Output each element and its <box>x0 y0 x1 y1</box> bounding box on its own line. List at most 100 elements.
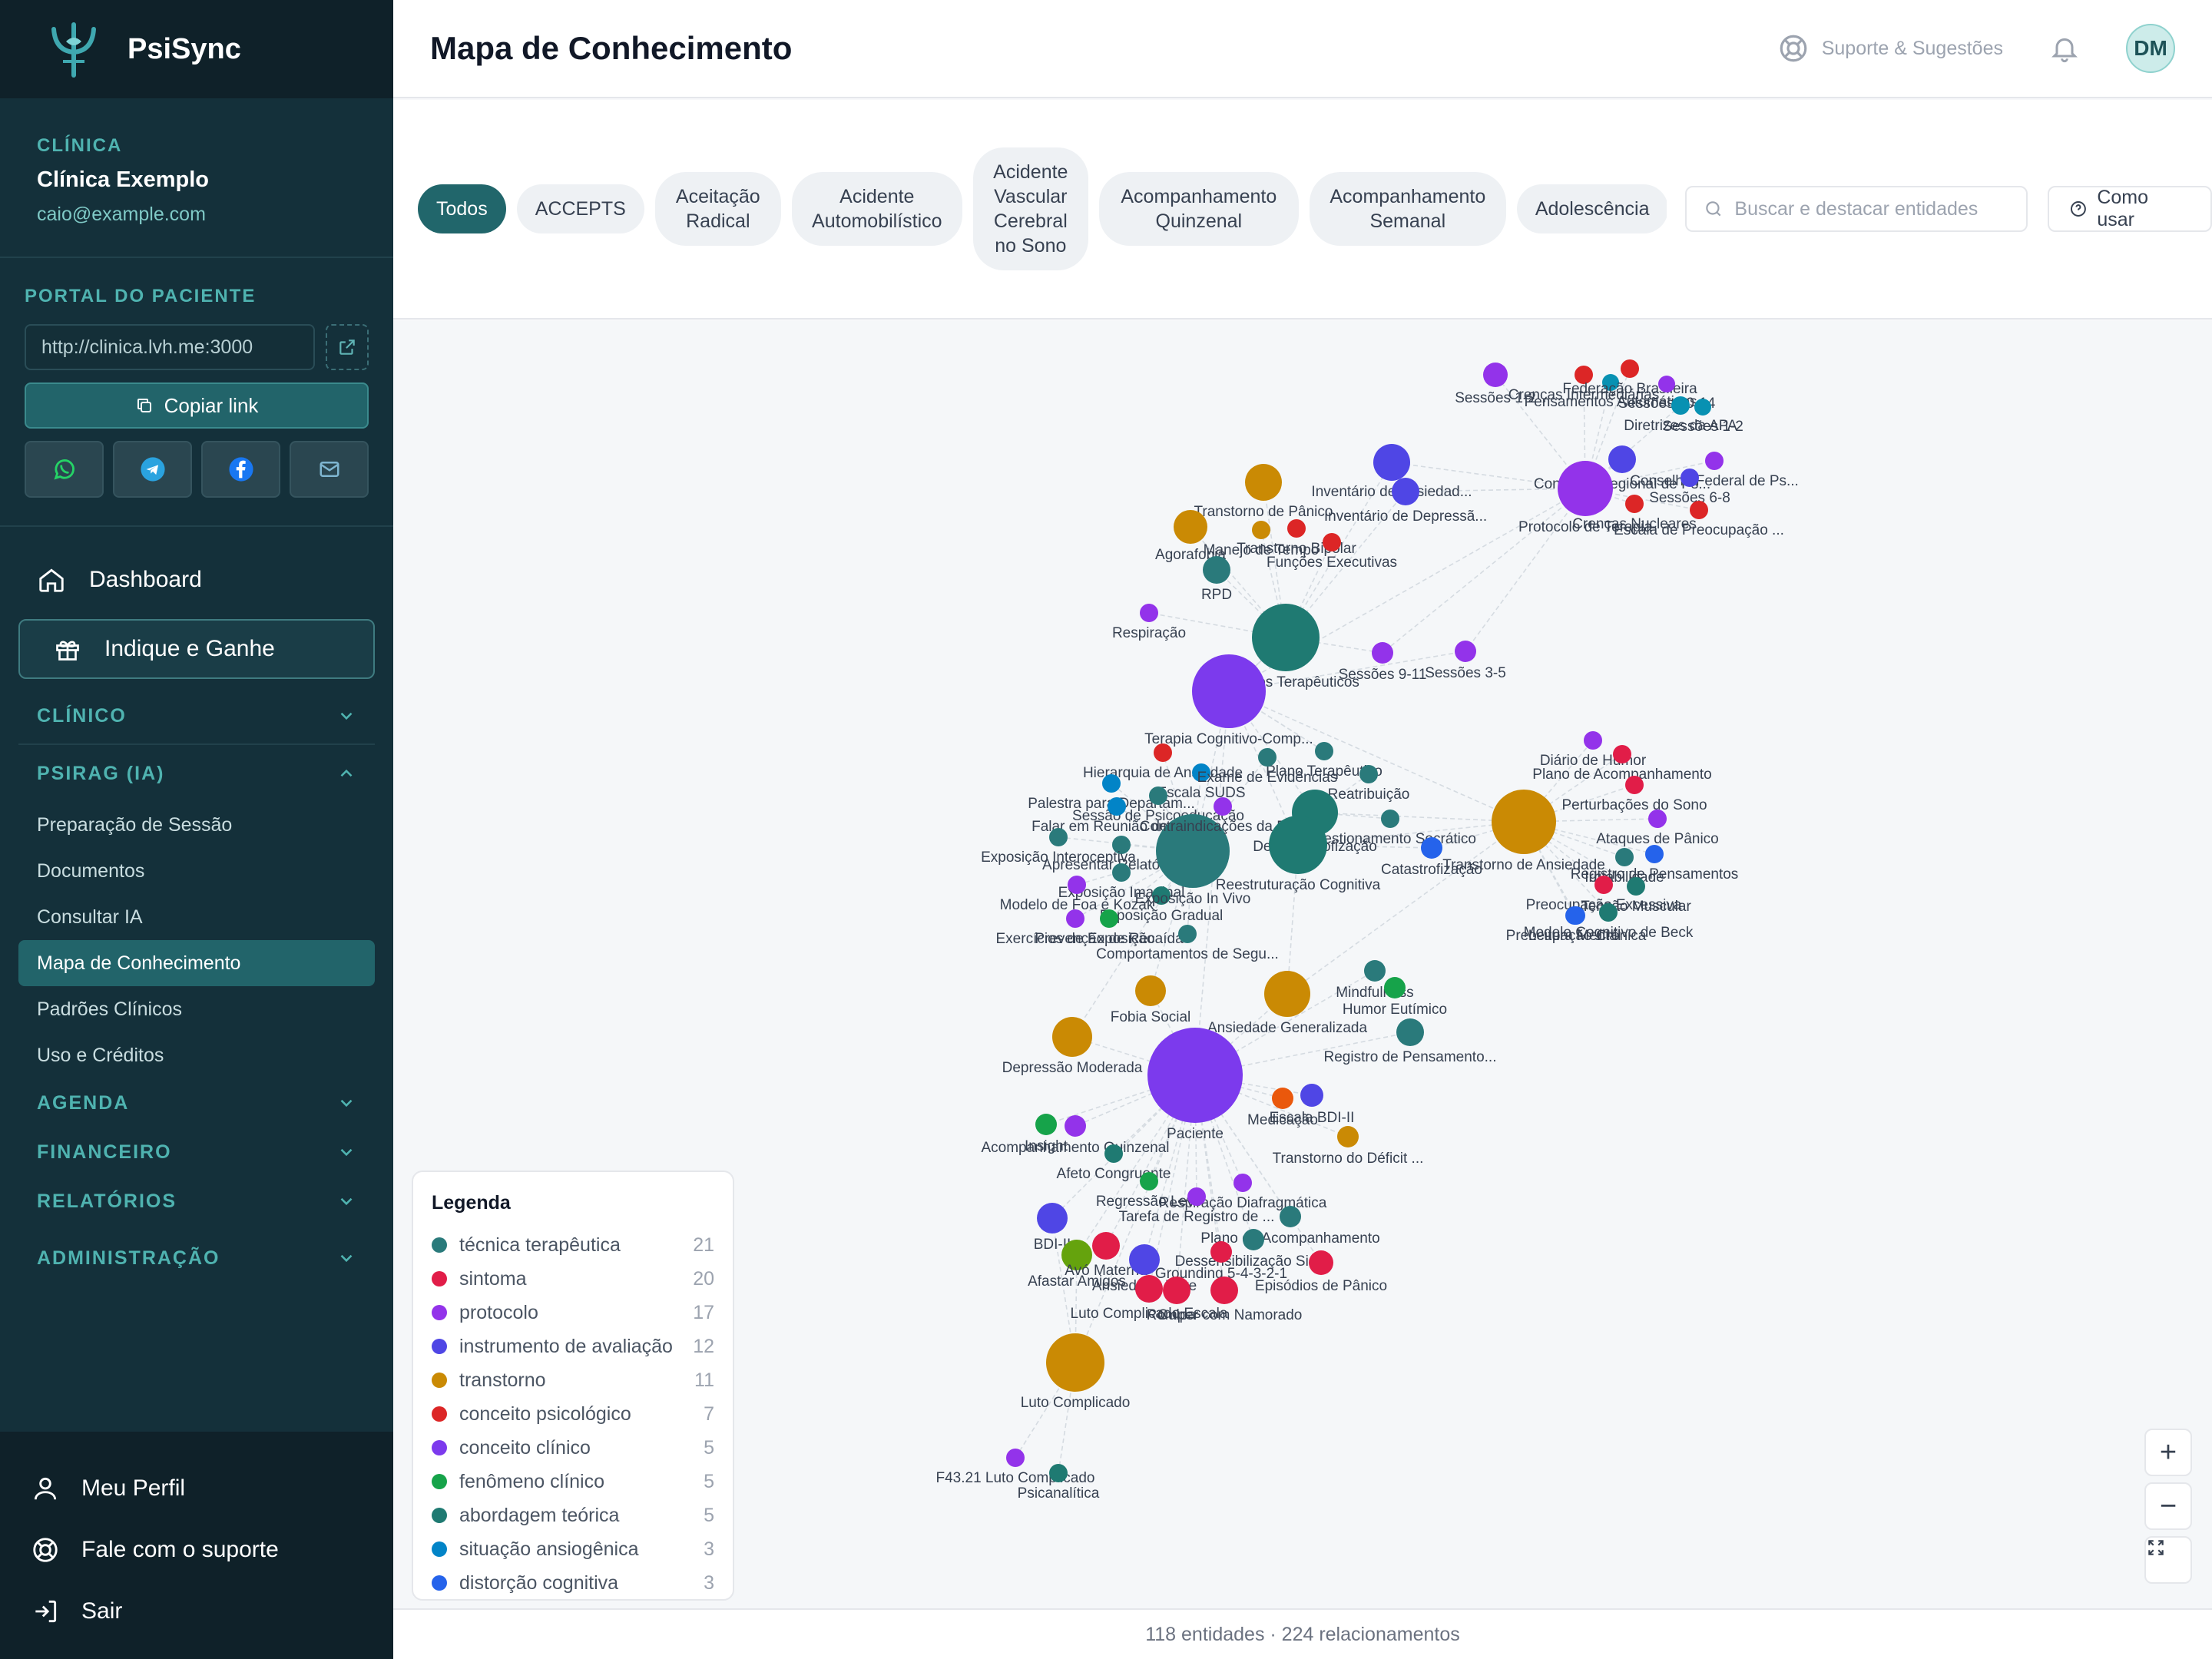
graph-node-circle[interactable] <box>1621 359 1639 378</box>
graph-node-circle[interactable] <box>1252 521 1270 539</box>
graph-node[interactable]: Funções Executivas <box>1267 533 1397 571</box>
graph-node[interactable]: Sessões 1-2 <box>1662 399 1743 435</box>
graph-node-circle[interactable] <box>1192 763 1210 782</box>
graph-node[interactable]: Sessões 3-5 <box>1425 641 1506 681</box>
graph-node[interactable]: Transtorno do Déficit ... <box>1273 1126 1424 1167</box>
graph-node-circle[interactable] <box>1315 742 1333 760</box>
graph-node[interactable]: Inventário de Depressã... <box>1324 478 1487 525</box>
graph-node[interactable]: Tarefa de Registro de ... <box>1119 1187 1275 1225</box>
graph-node-circle[interactable] <box>1384 977 1406 998</box>
nav-preparacao-sessao[interactable]: Preparação de Sessão <box>37 813 233 836</box>
graph-node[interactable]: Comportamentos de Segu... <box>1096 925 1279 962</box>
graph-node[interactable]: Episódios de Pânico <box>1255 1250 1387 1294</box>
graph-node[interactable]: Acompanhamento Quinzenal <box>981 1115 1170 1156</box>
share-telegram-button[interactable] <box>113 441 192 498</box>
chip-accepts[interactable]: ACCEPTS <box>516 184 644 233</box>
graph-node[interactable]: Crenças Intermediárias <box>1508 366 1659 403</box>
chip-acidente-automobilistico[interactable]: Acidente Automobilístico <box>791 172 962 246</box>
graph-node-circle[interactable] <box>1192 654 1266 728</box>
share-whatsapp-button[interactable] <box>25 441 104 498</box>
section-financeiro[interactable]: FINANCEIRO <box>18 1128 375 1177</box>
graph-node-circle[interactable] <box>1323 533 1341 551</box>
graph-node-circle[interactable] <box>1102 774 1121 793</box>
graph-node-circle[interactable] <box>1269 816 1327 874</box>
graph-node[interactable]: Luto Complicado Escala <box>1071 1275 1228 1322</box>
graph-node[interactable]: Leitura Mental <box>1528 906 1621 944</box>
graph-node-circle[interactable] <box>1396 1018 1424 1046</box>
graph-node-circle[interactable] <box>1135 975 1166 1006</box>
nav-mapa-conhecimento[interactable]: Mapa de Conhecimento <box>18 940 375 986</box>
graph-node-circle[interactable] <box>1061 1240 1092 1270</box>
nav-fale-suporte[interactable]: Fale com o suporte <box>31 1519 363 1581</box>
graph-node[interactable]: Paciente <box>1147 1028 1243 1142</box>
graph-node-circle[interactable] <box>1309 1250 1333 1275</box>
graph-node[interactable]: Escala BDI-II <box>1270 1084 1355 1126</box>
open-portal-button[interactable] <box>326 324 369 370</box>
graph-node-circle[interactable] <box>1421 837 1442 859</box>
graph-node-circle[interactable] <box>1100 909 1118 928</box>
nav-meu-perfil[interactable]: Meu Perfil <box>31 1458 363 1519</box>
graph-node[interactable]: Sessões 6-8 <box>1649 469 1730 506</box>
graph-node[interactable]: Registro de Pensamentos <box>1571 845 1739 882</box>
graph-node[interactable]: Reestruturação Cognitiva <box>1216 816 1381 893</box>
graph-node-circle[interactable] <box>1178 925 1197 943</box>
graph-node-circle[interactable] <box>1613 745 1631 763</box>
graph-node[interactable]: Exposição Gradual <box>1100 886 1224 924</box>
graph-node[interactable]: Exposição In Vivo <box>1135 814 1251 907</box>
graph-node[interactable]: Insight <box>1025 1114 1068 1154</box>
graph-node[interactable]: Fobia Social <box>1111 975 1191 1025</box>
graph-node[interactable]: Respiração <box>1112 604 1186 641</box>
graph-node-circle[interactable] <box>1364 960 1386 982</box>
section-relatorios[interactable]: RELATÓRIOS <box>18 1177 375 1226</box>
graph-node-circle[interactable] <box>1214 797 1232 816</box>
graph-node[interactable]: Plano Terapêutico <box>1266 742 1382 780</box>
nav-sair[interactable]: Sair <box>31 1581 363 1642</box>
graph-node[interactable]: F43.21 Luto Complicado <box>935 1449 1095 1486</box>
graph-node[interactable]: Conselho Federal de Ps... <box>1630 452 1799 489</box>
graph-node-circle[interactable] <box>1625 776 1644 794</box>
graph-node-circle[interactable] <box>1129 1244 1160 1275</box>
share-email-button[interactable] <box>290 441 369 498</box>
graph-node-circle[interactable] <box>1608 445 1636 473</box>
graph-node[interactable]: Plano de Acompanhamento <box>1532 745 1712 783</box>
nav-uso-creditos[interactable]: Uso e Créditos <box>37 1044 164 1066</box>
chip-todos[interactable]: Todos <box>418 184 506 233</box>
graph-node-circle[interactable] <box>1280 1206 1301 1227</box>
graph-node-circle[interactable] <box>1381 810 1399 828</box>
graph-node-circle[interactable] <box>1483 363 1508 387</box>
graph-node-circle[interactable] <box>1658 376 1675 392</box>
graph-node[interactable]: Sessões 9-11 <box>1339 642 1427 683</box>
graph-node[interactable]: Humor Eutímico <box>1343 977 1447 1018</box>
graph-node-circle[interactable] <box>1066 909 1084 928</box>
graph-node-circle[interactable] <box>1625 495 1644 513</box>
graph-node[interactable]: Sessões 10-14 <box>1618 376 1716 412</box>
graph-node[interactable]: Catastrofização <box>1381 837 1482 878</box>
graph-node-circle[interactable] <box>1392 478 1419 505</box>
user-avatar[interactable]: DM <box>2126 24 2175 73</box>
graph-node[interactable]: Afastar Amigos <box>1028 1240 1126 1290</box>
graph-node[interactable]: Romper com Namorado <box>1147 1277 1303 1323</box>
nav-dashboard[interactable]: Dashboard <box>18 550 375 610</box>
graph-node-circle[interactable] <box>1104 1144 1123 1163</box>
graph-node-circle[interactable] <box>1565 906 1584 925</box>
nav-padroes-clinicos[interactable]: Padrões Clínicos <box>37 998 182 1020</box>
graph-node-circle[interactable] <box>1140 1172 1158 1190</box>
graph-node[interactable]: Manejo de Tempo <box>1204 521 1320 558</box>
graph-node-circle[interactable] <box>1584 731 1602 750</box>
graph-node[interactable]: Pensamentos Automáticos <box>1525 374 1697 410</box>
graph-node[interactable]: Medicação <box>1247 1088 1318 1128</box>
graph-node-circle[interactable] <box>1112 836 1131 854</box>
graph-node-circle[interactable] <box>1337 1126 1359 1147</box>
graph-node-circle[interactable] <box>1049 1464 1068 1482</box>
graph-node-circle[interactable] <box>1594 876 1613 894</box>
graph-node-circle[interactable] <box>1210 1241 1232 1263</box>
graph-node-circle[interactable] <box>1287 519 1306 538</box>
entity-search-input[interactable]: Buscar e destacar entidades <box>1685 186 2028 232</box>
graph-node-circle[interactable] <box>1300 1084 1323 1107</box>
graph-node-circle[interactable] <box>1252 604 1320 671</box>
graph-node[interactable]: Reatribuição <box>1328 765 1410 803</box>
nav-refer-and-earn[interactable]: Indique e Ganhe <box>18 619 375 679</box>
